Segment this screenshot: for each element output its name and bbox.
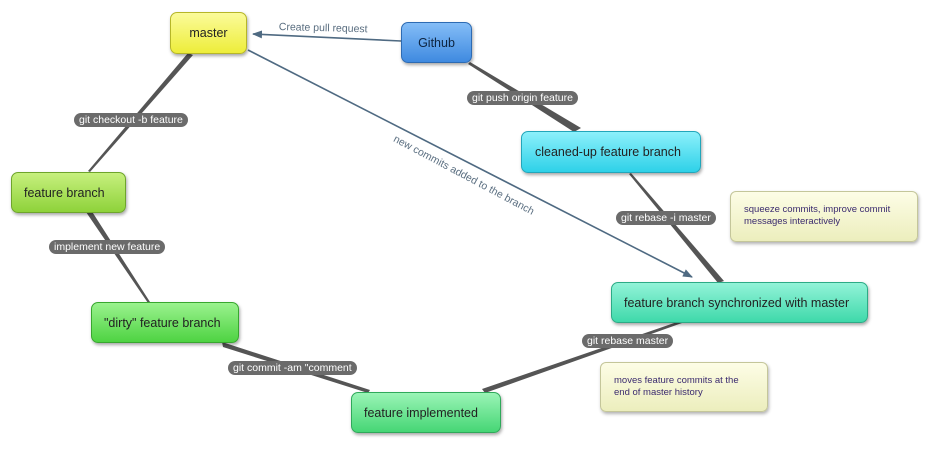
node-dirty-feature-branch[interactable]: "dirty" feature branch xyxy=(91,302,239,343)
edge-label-git-checkout: git checkout -b feature xyxy=(74,113,188,127)
edge-label-git-commit: git commit -am "comment xyxy=(228,361,357,375)
node-github[interactable]: Github xyxy=(401,22,472,63)
node-cleaned-up-feature-branch[interactable]: cleaned-up feature branch xyxy=(521,131,701,173)
node-sync-label: feature branch synchronized with master xyxy=(624,295,850,310)
edge-sync-cleaned xyxy=(629,173,724,283)
edge-feature-dirty xyxy=(86,210,150,303)
node-feature-implemented[interactable]: feature implemented xyxy=(351,392,501,433)
node-feature-branch-synchronized[interactable]: feature branch synchronized with master xyxy=(611,282,868,323)
node-feature-branch[interactable]: feature branch xyxy=(11,172,126,213)
arrow-label-create-pull-request: Create pull request xyxy=(278,21,368,36)
edge-label-git-push: git push origin feature xyxy=(467,91,578,105)
node-cleaned-label: cleaned-up feature branch xyxy=(535,145,681,159)
node-implemented-label: feature implemented xyxy=(364,405,478,420)
edge-master-feature xyxy=(88,53,193,172)
node-master-label: master xyxy=(189,26,228,40)
arrow-master-sync xyxy=(247,49,693,278)
note-squeeze-commits: squeeze commits, improve commit messages… xyxy=(730,191,918,242)
edge-label-implement-new-feature: implement new feature xyxy=(49,240,166,254)
note-moves-feature-commits: moves feature commits at the end of mast… xyxy=(600,362,768,412)
node-dirty-label: "dirty" feature branch xyxy=(104,315,221,330)
node-master[interactable]: master xyxy=(170,12,247,54)
edge-label-git-rebase-interactive: git rebase -i master xyxy=(616,211,716,225)
node-github-label: Github xyxy=(418,35,455,50)
arrow-github-master xyxy=(252,30,402,42)
edge-label-git-rebase-master: git rebase master xyxy=(582,334,674,348)
node-feature-label: feature branch xyxy=(24,185,105,200)
